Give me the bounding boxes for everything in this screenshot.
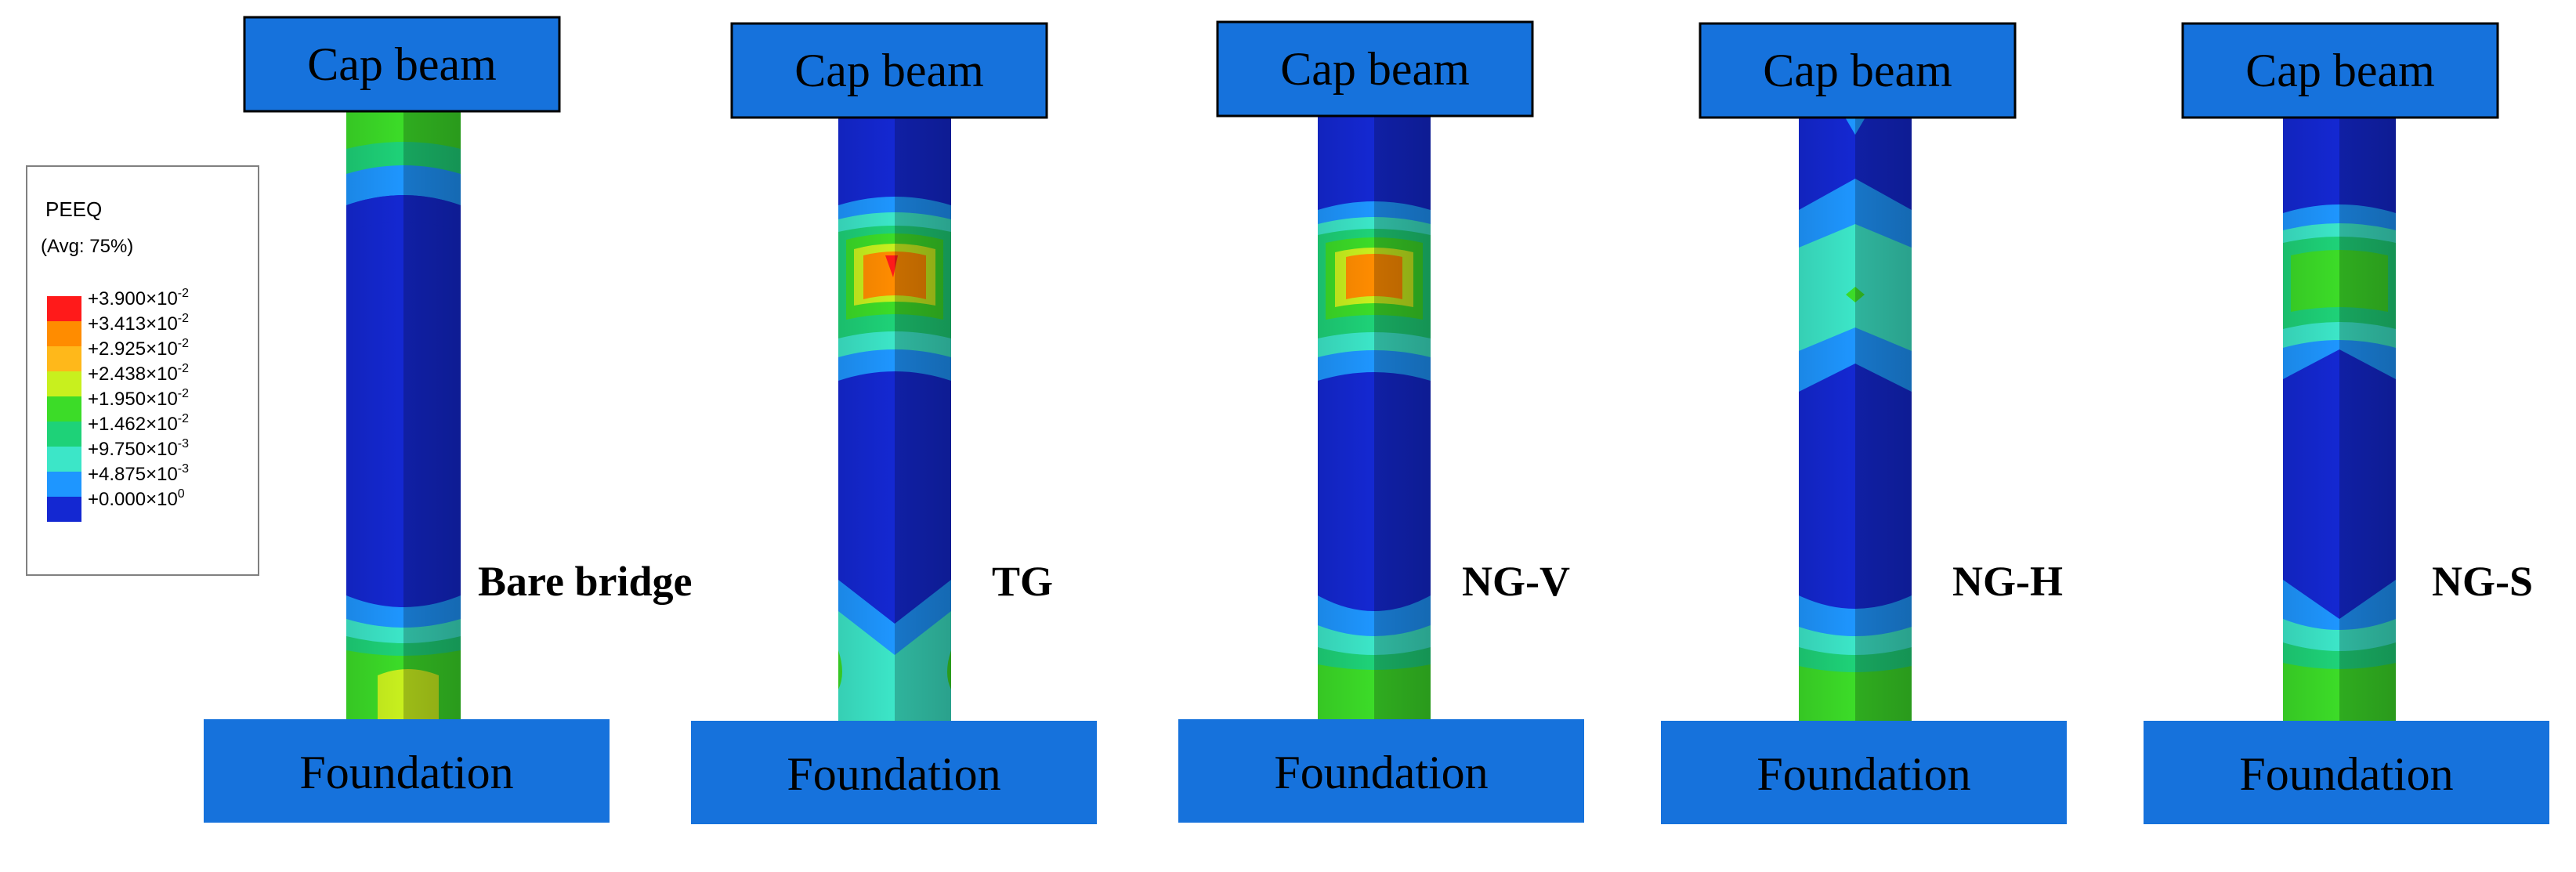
column-shading bbox=[1799, 116, 1912, 721]
cap-beam-box bbox=[730, 22, 1048, 119]
legend-value: +2.925×10-2 bbox=[88, 337, 189, 360]
foundation-box bbox=[2144, 721, 2549, 824]
foundation-label: Foundation bbox=[1757, 748, 1970, 800]
cap-beam-box bbox=[1699, 22, 2017, 119]
foundation-box bbox=[691, 721, 1097, 824]
column-shading bbox=[346, 110, 461, 721]
cap-beam-box bbox=[1216, 20, 1534, 118]
cap-beam-label: Cap beam bbox=[794, 45, 984, 96]
column-ng-v: Cap beam Foundation NG-V bbox=[1178, 20, 1584, 823]
legend-value: +1.462×10-2 bbox=[88, 412, 189, 435]
foundation-box bbox=[1661, 721, 2067, 824]
legend-value: +2.438×10-2 bbox=[88, 362, 189, 385]
legend-swatch bbox=[47, 346, 81, 371]
foundation-label: Foundation bbox=[2239, 748, 2453, 800]
legend-swatch bbox=[47, 497, 81, 522]
foundation-label: Foundation bbox=[1274, 747, 1488, 798]
legend-value: +4.875×10-3 bbox=[88, 462, 189, 485]
cap-beam-label: Cap beam bbox=[1280, 43, 1470, 95]
case-label: NG-V bbox=[1462, 558, 1570, 605]
legend: PEEQ (Avg: 75%) +3.900×10-2 +3.413×10-2 … bbox=[26, 165, 259, 576]
legend-title: PEEQ bbox=[45, 197, 102, 221]
legend-swatch bbox=[47, 472, 81, 497]
column-shading bbox=[838, 116, 951, 721]
legend-value: +3.900×10-2 bbox=[88, 287, 189, 309]
column-shading bbox=[1318, 114, 1431, 721]
column-ng-s: Cap beam Foundation NG-S bbox=[2144, 22, 2549, 824]
legend-subtitle: (Avg: 75%) bbox=[41, 236, 133, 257]
legend-swatch bbox=[47, 321, 81, 346]
case-label: NG-H bbox=[1952, 558, 2063, 605]
legend-value: +0.000×100 bbox=[88, 487, 185, 510]
column-tg: Cap beam Foundation TG bbox=[691, 22, 1097, 824]
cap-beam-box bbox=[243, 16, 561, 113]
legend-value: +3.413×10-2 bbox=[88, 312, 189, 335]
cap-beam-label: Cap beam bbox=[2245, 45, 2435, 96]
column-ng-h: Cap beam Foundation NG-H bbox=[1661, 22, 2067, 824]
column-shading bbox=[2283, 116, 2396, 721]
cap-beam-box bbox=[2181, 22, 2499, 119]
legend-swatch bbox=[47, 371, 81, 396]
cap-beam-label: Cap beam bbox=[307, 38, 497, 90]
case-label: TG bbox=[992, 558, 1053, 605]
foundation-label: Foundation bbox=[299, 747, 513, 798]
legend-swatch bbox=[47, 422, 81, 447]
legend-swatch bbox=[47, 447, 81, 472]
column-bare-bridge: Cap beam Foundation Bare bridge bbox=[204, 16, 692, 823]
case-label: Bare bridge bbox=[478, 558, 692, 605]
foundation-box bbox=[1178, 719, 1584, 823]
legend-value: +1.950×10-2 bbox=[88, 387, 189, 410]
case-label: NG-S bbox=[2432, 558, 2533, 605]
legend-swatch bbox=[47, 296, 81, 321]
foundation-box bbox=[204, 719, 610, 823]
cap-beam-label: Cap beam bbox=[1763, 45, 1952, 96]
legend-value: +9.750×10-3 bbox=[88, 437, 189, 460]
legend-swatch bbox=[47, 396, 81, 422]
foundation-label: Foundation bbox=[787, 748, 1000, 800]
